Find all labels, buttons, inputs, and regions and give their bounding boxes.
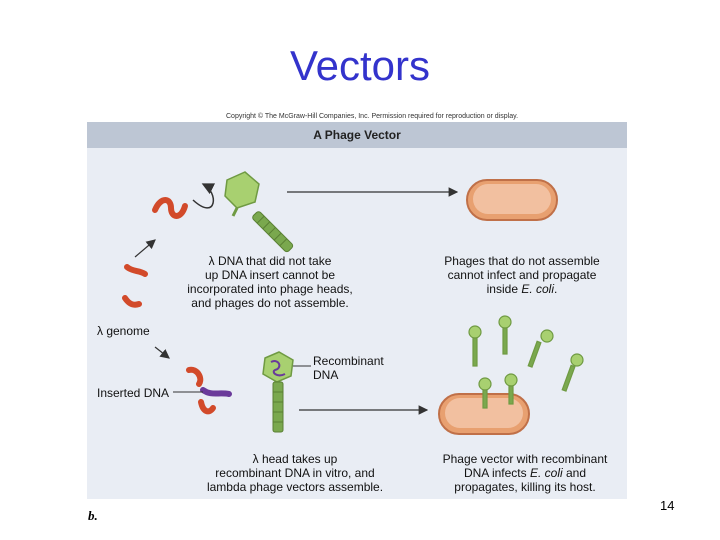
arrow-to-bottom: [154, 346, 170, 359]
part-label: b.: [88, 508, 98, 523]
empty-phage-head-icon: [224, 171, 260, 217]
ecoli-cell-icon: [466, 179, 558, 221]
label-lambda-genome: λ genome: [97, 324, 150, 338]
assembled-phage-icon: [262, 351, 294, 433]
label-recombinant-dna: Recombinant DNA: [313, 354, 384, 382]
figure-heading: A Phage Vector: [313, 128, 401, 142]
diagram-artwork: [122, 171, 584, 435]
inserted-dna-strand: [200, 387, 232, 397]
genome-fragment: [124, 264, 148, 277]
recombinant-dna-strand: [186, 366, 204, 387]
curved-arrow: [192, 183, 216, 209]
recombinant-dna-strand: [198, 399, 216, 415]
caption-no-assembly: Phages that do not assemble cannot infec…: [444, 254, 600, 296]
genome-fragment: [122, 295, 142, 308]
caption-assembly: λ head takes up recombinant DNA in vitro…: [206, 452, 384, 494]
figure-header: A Phage Vector: [87, 122, 627, 148]
label-inserted-dna: Inserted DNA: [97, 386, 170, 400]
phage-tail-icon: [252, 211, 294, 253]
arrow-to-top: [134, 239, 156, 258]
slide-number: 14: [660, 498, 675, 513]
caption-no-insert: λ DNA that did not take up DNA insert ca…: [187, 254, 353, 310]
slide-title: Vectors: [289, 42, 431, 89]
caption-infection: Phage vector with recombinant DNA infect…: [442, 452, 608, 494]
infected-ecoli-icon: [438, 393, 530, 435]
copyright-notice: Copyright © The McGraw-Hill Companies, I…: [226, 113, 519, 120]
progeny-phages-icon: [468, 315, 584, 409]
lambda-dna-strand: [152, 197, 188, 219]
